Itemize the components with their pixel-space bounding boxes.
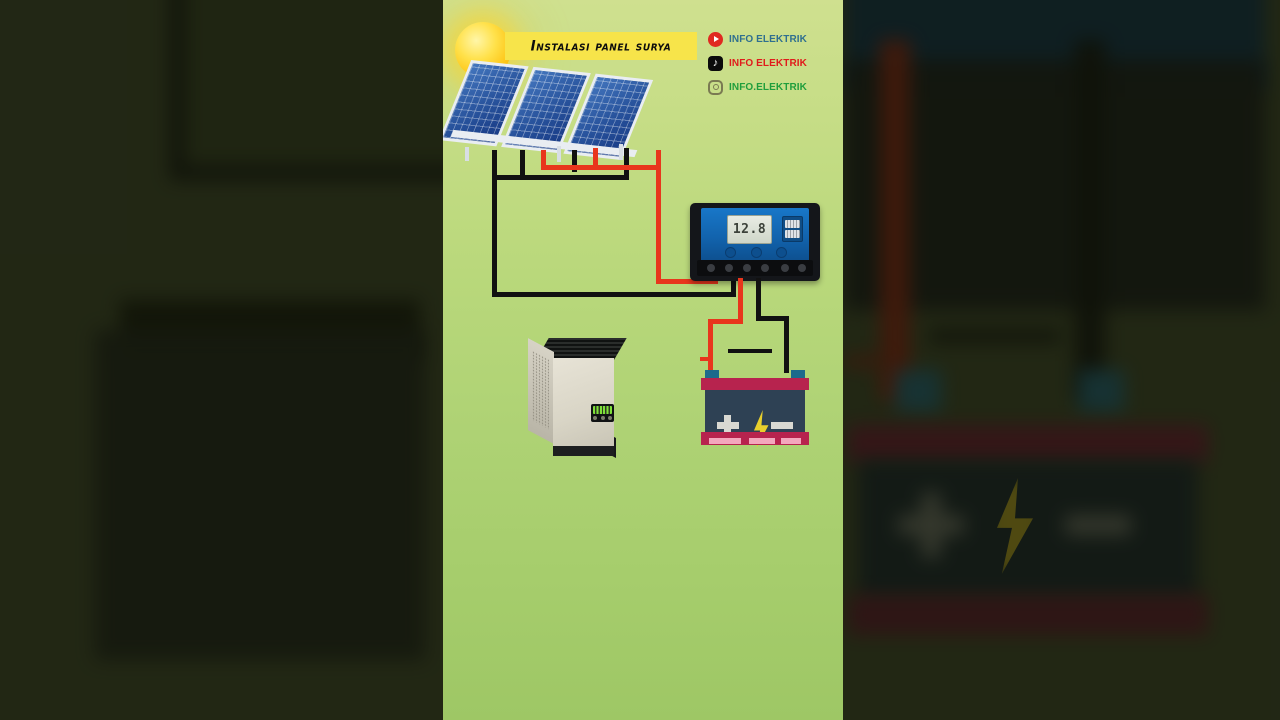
wire-black-into-controller [731, 270, 736, 297]
title-banner: Instalasi panel surya [505, 32, 697, 60]
inverter-led [608, 416, 612, 420]
inverter-display-panel [591, 404, 614, 422]
inverter-vent-grille [532, 350, 549, 430]
wire-black-panel-negative-run [492, 292, 736, 297]
terminal-pv-positive[interactable] [707, 264, 715, 272]
wire-red-panel-positive [656, 150, 661, 283]
controller-faceplate: 12.8 [701, 208, 809, 262]
controller-button[interactable] [776, 247, 787, 258]
array-leg [465, 147, 469, 161]
battery[interactable] [701, 370, 809, 448]
wire-black-battery-negative [756, 278, 761, 320]
battery-foot [781, 438, 801, 444]
array-leg [557, 146, 561, 162]
battery-top-cap [701, 378, 809, 390]
social-row-instagram[interactable]: INFO.ELEKTRIK [708, 76, 838, 98]
battery-foot [749, 438, 775, 444]
wire-red-panel-positive-run [656, 279, 718, 284]
tiktok-handle: INFO ELEKTRIK [729, 57, 807, 69]
battery-bottom-cap [701, 432, 809, 445]
wire-black-battery-negative-drop [784, 316, 789, 373]
terminal-pv-negative[interactable] [725, 264, 733, 272]
wire-black-stub [520, 150, 525, 178]
wire-red-battery-positive-bend [708, 319, 743, 324]
inverter-led [593, 416, 597, 420]
controller-button[interactable] [725, 247, 736, 258]
solar-installation-diagram: Instalasi panel surya INFO ELEKTRIK ♪ IN… [443, 0, 843, 720]
instagram-handle: INFO.ELEKTRIK [729, 81, 807, 93]
controller-voltage-value: 12.8 [732, 222, 767, 237]
wire-red-battery-positive-drop [708, 319, 713, 373]
usb-ports[interactable] [782, 216, 803, 242]
charge-controller[interactable]: 12.8 [690, 203, 820, 281]
social-row-youtube[interactable]: INFO ELEKTRIK [708, 28, 838, 50]
inverter-lcd [593, 406, 612, 414]
wire-black-panel-negative [492, 150, 497, 297]
page-title: Instalasi panel surya [530, 37, 672, 55]
battery-positive-marker [728, 349, 772, 353]
wire-red-bus [541, 165, 661, 170]
inverter-front-panel [553, 358, 614, 446]
controller-button[interactable] [750, 247, 762, 258]
instagram-icon [708, 79, 723, 95]
inverter-side-panel [528, 338, 554, 444]
wire-red-battery-positive [738, 278, 743, 323]
usb-port[interactable] [785, 230, 800, 239]
wire-red-stub [541, 150, 546, 168]
wire-red-stub [593, 148, 598, 168]
inverter-indicator-leds [593, 416, 612, 420]
terminal-load-positive[interactable] [781, 264, 789, 272]
terminal-battery-negative[interactable] [761, 264, 769, 272]
battery-negative-terminal[interactable] [791, 370, 805, 380]
youtube-icon [708, 31, 723, 47]
battery-minus-symbol [771, 422, 793, 429]
terminal-battery-positive[interactable] [743, 264, 751, 272]
youtube-handle: INFO ELEKTRIK [729, 33, 807, 45]
controller-terminal-strip [697, 260, 813, 276]
usb-port[interactable] [785, 219, 800, 228]
terminal-load-negative[interactable] [798, 264, 806, 272]
controller-buttons[interactable] [725, 247, 787, 258]
wire-black-stub [624, 148, 629, 178]
inverter-led [600, 416, 605, 420]
tiktok-icon: ♪ [708, 55, 723, 71]
controller-display: 12.8 [727, 215, 772, 244]
inverter[interactable] [528, 338, 627, 458]
battery-foot [709, 438, 741, 444]
social-handles: INFO ELEKTRIK ♪ INFO ELEKTRIK INFO.ELEKT… [708, 28, 838, 100]
battery-negative-marker [700, 357, 713, 361]
battery-positive-terminal[interactable] [705, 370, 719, 380]
wire-black-battery-negative-bend [756, 316, 789, 321]
wire-black-stub [572, 150, 577, 172]
battery-plus-symbol [724, 415, 731, 436]
battery-body [705, 390, 805, 448]
social-row-tiktok[interactable]: ♪ INFO ELEKTRIK [708, 52, 838, 74]
wire-black-bus [492, 175, 629, 180]
array-leg [619, 144, 623, 160]
